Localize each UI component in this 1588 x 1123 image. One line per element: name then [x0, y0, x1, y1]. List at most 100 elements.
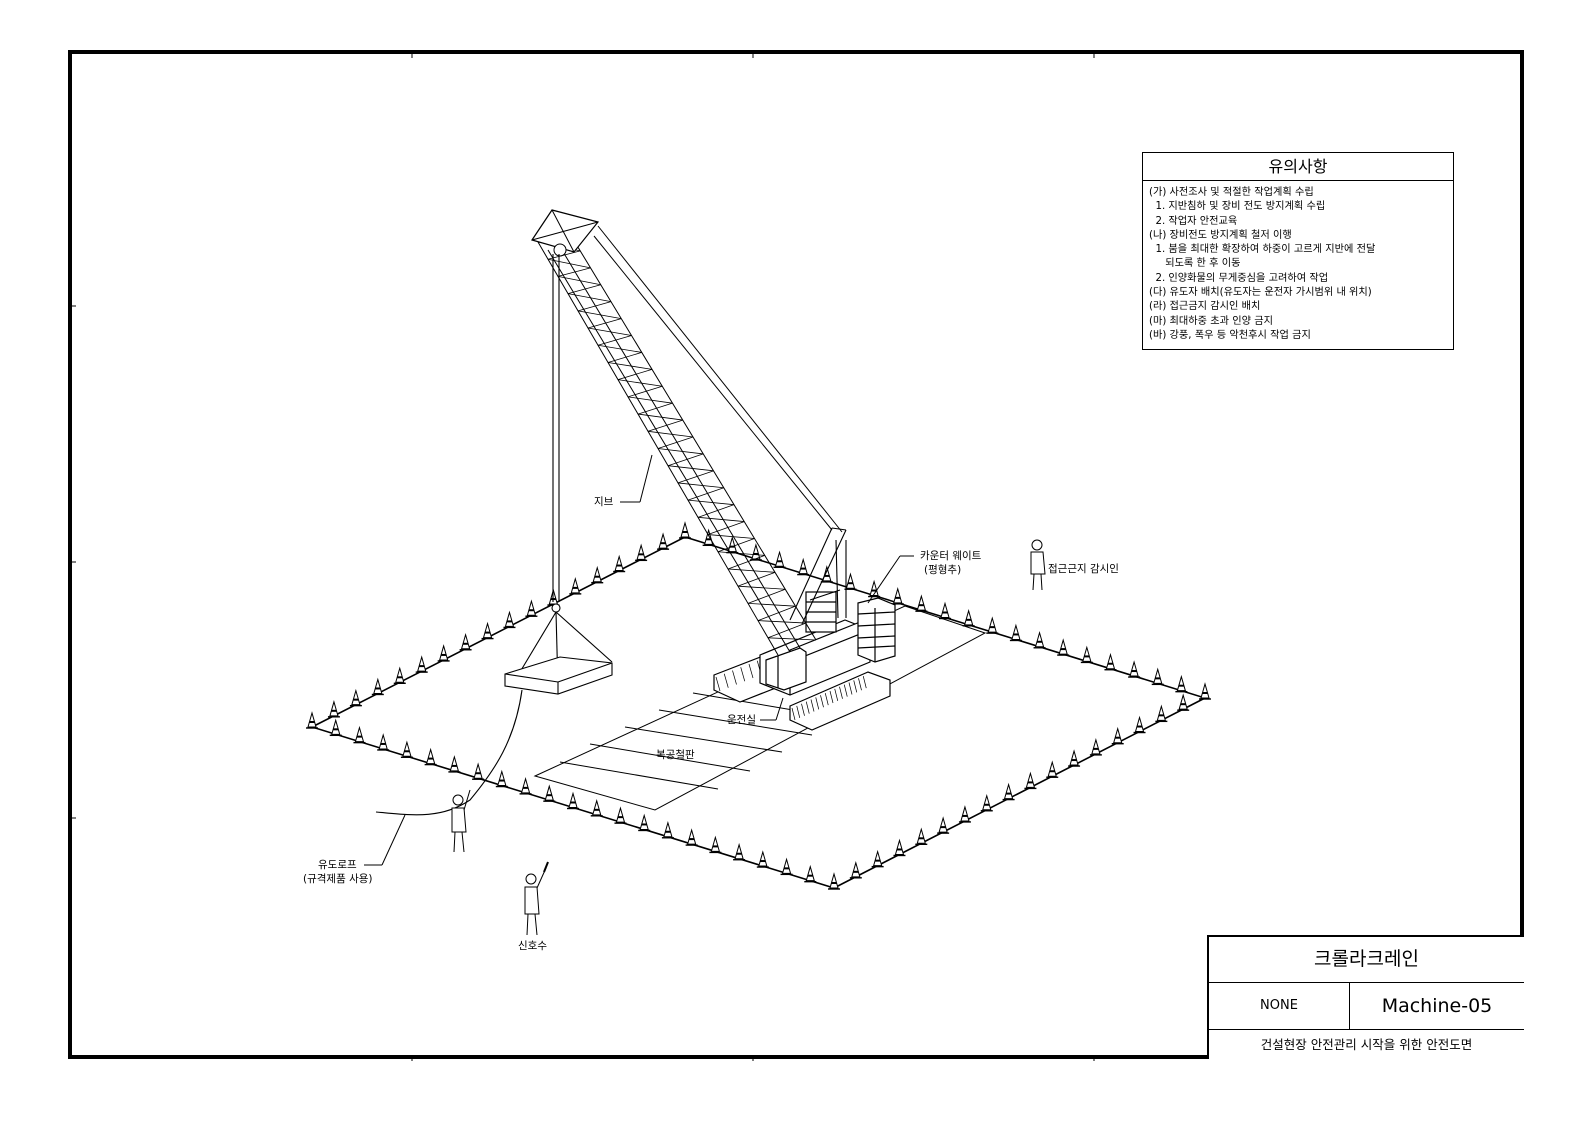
traffic-cone	[495, 769, 508, 788]
traffic-cone	[657, 532, 670, 550]
traffic-cone	[702, 528, 715, 547]
drawing-frame	[68, 50, 1524, 1059]
leader-lines	[364, 454, 914, 866]
traffic-cone	[797, 557, 810, 576]
note-item: (나) 장비전도 방지계획 철저 이행	[1149, 229, 1292, 241]
crane-body	[759, 591, 896, 696]
traffic-cone	[958, 805, 971, 823]
drawing-scale: NONE	[1209, 983, 1350, 1029]
traffic-cone	[1128, 660, 1141, 678]
notes-title: 유의사항	[1143, 153, 1453, 181]
traffic-cone	[1033, 630, 1046, 649]
note-item: (라) 접근금지 감시인 배치	[1149, 301, 1261, 313]
label-counterweight-sub: (평형추)	[924, 564, 962, 576]
traffic-cone	[400, 740, 413, 758]
traffic-cone	[1068, 749, 1081, 767]
note-item: (다) 유도자 배치(유도자는 운전자 가시범위 내 위치)	[1149, 287, 1372, 299]
drawing-title: 크롤라크레인	[1209, 937, 1524, 983]
label-signalman: 신호수	[518, 940, 547, 952]
traffic-cone	[393, 666, 406, 684]
traffic-cone	[1080, 645, 1093, 664]
traffic-cone	[1175, 674, 1188, 693]
safety-notes-box: 유의사항 (가) 사전조사 및 적절한 작업계획 수립 1. 지반침하 및 장비…	[1142, 152, 1454, 350]
note-item: 되도록 한 후 이동	[1149, 258, 1241, 270]
traffic-cone	[590, 798, 603, 817]
label-guide-rope-sub: (규격제품 사용)	[303, 873, 373, 885]
traffic-cone	[613, 554, 626, 573]
traffic-cone	[353, 725, 366, 744]
traffic-cone	[1009, 623, 1022, 642]
traffic-cone	[980, 793, 993, 812]
note-item: 1. 지반침하 및 장비 전도 방지계획 수립	[1149, 201, 1326, 213]
label-guide-rope: 유도로프	[318, 859, 357, 871]
traffic-cone	[569, 577, 582, 595]
traffic-cones	[306, 521, 1211, 890]
traffic-cone	[733, 842, 746, 861]
traffic-cone	[849, 861, 862, 879]
traffic-cone	[591, 565, 604, 584]
label-counterweight: 카운터 웨이트	[920, 550, 982, 562]
worker-signalman	[524, 861, 549, 936]
traffic-cone	[424, 747, 437, 766]
traffic-cone	[756, 850, 769, 868]
traffic-cone	[915, 827, 928, 845]
note-item: 2. 작업자 안전교육	[1149, 215, 1238, 227]
traffic-cone	[525, 599, 538, 617]
boom-lattice	[531, 209, 843, 656]
label-cab: 운전실	[727, 714, 756, 726]
traffic-cone	[893, 838, 906, 857]
traffic-cone	[349, 688, 362, 707]
traffic-cone	[415, 655, 428, 673]
traffic-cone	[472, 762, 485, 780]
traffic-cone	[828, 872, 840, 890]
traffic-cone	[1199, 682, 1211, 700]
label-steel-plate: 복공철판	[656, 749, 695, 761]
hoist-and-load	[375, 254, 613, 816]
traffic-cone	[1133, 715, 1146, 734]
traffic-cone	[437, 644, 450, 662]
worker-watcher	[1030, 539, 1046, 591]
traffic-cone	[638, 813, 651, 832]
traffic-cone	[371, 677, 384, 696]
traffic-cone	[448, 755, 461, 773]
title-block-row: NONE Machine-05	[1209, 983, 1524, 1030]
traffic-cone	[1104, 652, 1117, 671]
title-block: 크롤라크레인 NONE Machine-05 건설현장 안전관리 시작을 위한 …	[1207, 935, 1524, 1059]
worker-guide-rope	[451, 789, 471, 853]
traffic-cone	[459, 632, 472, 651]
traffic-cone	[1089, 738, 1102, 756]
traffic-cone	[986, 616, 999, 634]
traffic-cone	[685, 828, 698, 846]
barrier-enclosure	[309, 536, 1208, 889]
label-jib: 지브	[594, 496, 614, 508]
traffic-cone	[377, 733, 390, 751]
work-area	[533, 605, 987, 811]
traffic-cone	[614, 806, 627, 824]
traffic-cone	[820, 565, 833, 583]
traffic-cone	[661, 820, 674, 839]
traffic-cone	[804, 864, 817, 883]
traffic-cone	[543, 784, 556, 802]
traffic-cone	[1111, 726, 1124, 745]
frame-ticks	[70, 52, 1095, 1061]
traffic-cone	[1155, 704, 1168, 723]
note-item: (바) 강풍, 폭우 등 악천후시 작업 금지	[1149, 329, 1311, 341]
traffic-cone	[773, 550, 786, 568]
traffic-cone	[1151, 667, 1164, 686]
traffic-cone	[679, 521, 691, 539]
traffic-cone	[1177, 693, 1190, 711]
traffic-cone	[635, 543, 648, 562]
traffic-cone	[1024, 771, 1037, 790]
traffic-cone	[709, 835, 722, 854]
a-frame	[789, 527, 847, 625]
traffic-cone	[519, 777, 532, 795]
traffic-cone	[780, 857, 793, 876]
label-watcher: 접근근지 감시인	[1048, 563, 1119, 575]
traffic-cone	[871, 849, 884, 868]
traffic-cone	[567, 791, 579, 810]
traffic-cone	[1046, 760, 1059, 778]
note-item: (가) 사전조사 및 적절한 작업계획 수립	[1149, 187, 1314, 198]
traffic-cone	[481, 621, 494, 640]
traffic-cone	[1057, 638, 1070, 656]
